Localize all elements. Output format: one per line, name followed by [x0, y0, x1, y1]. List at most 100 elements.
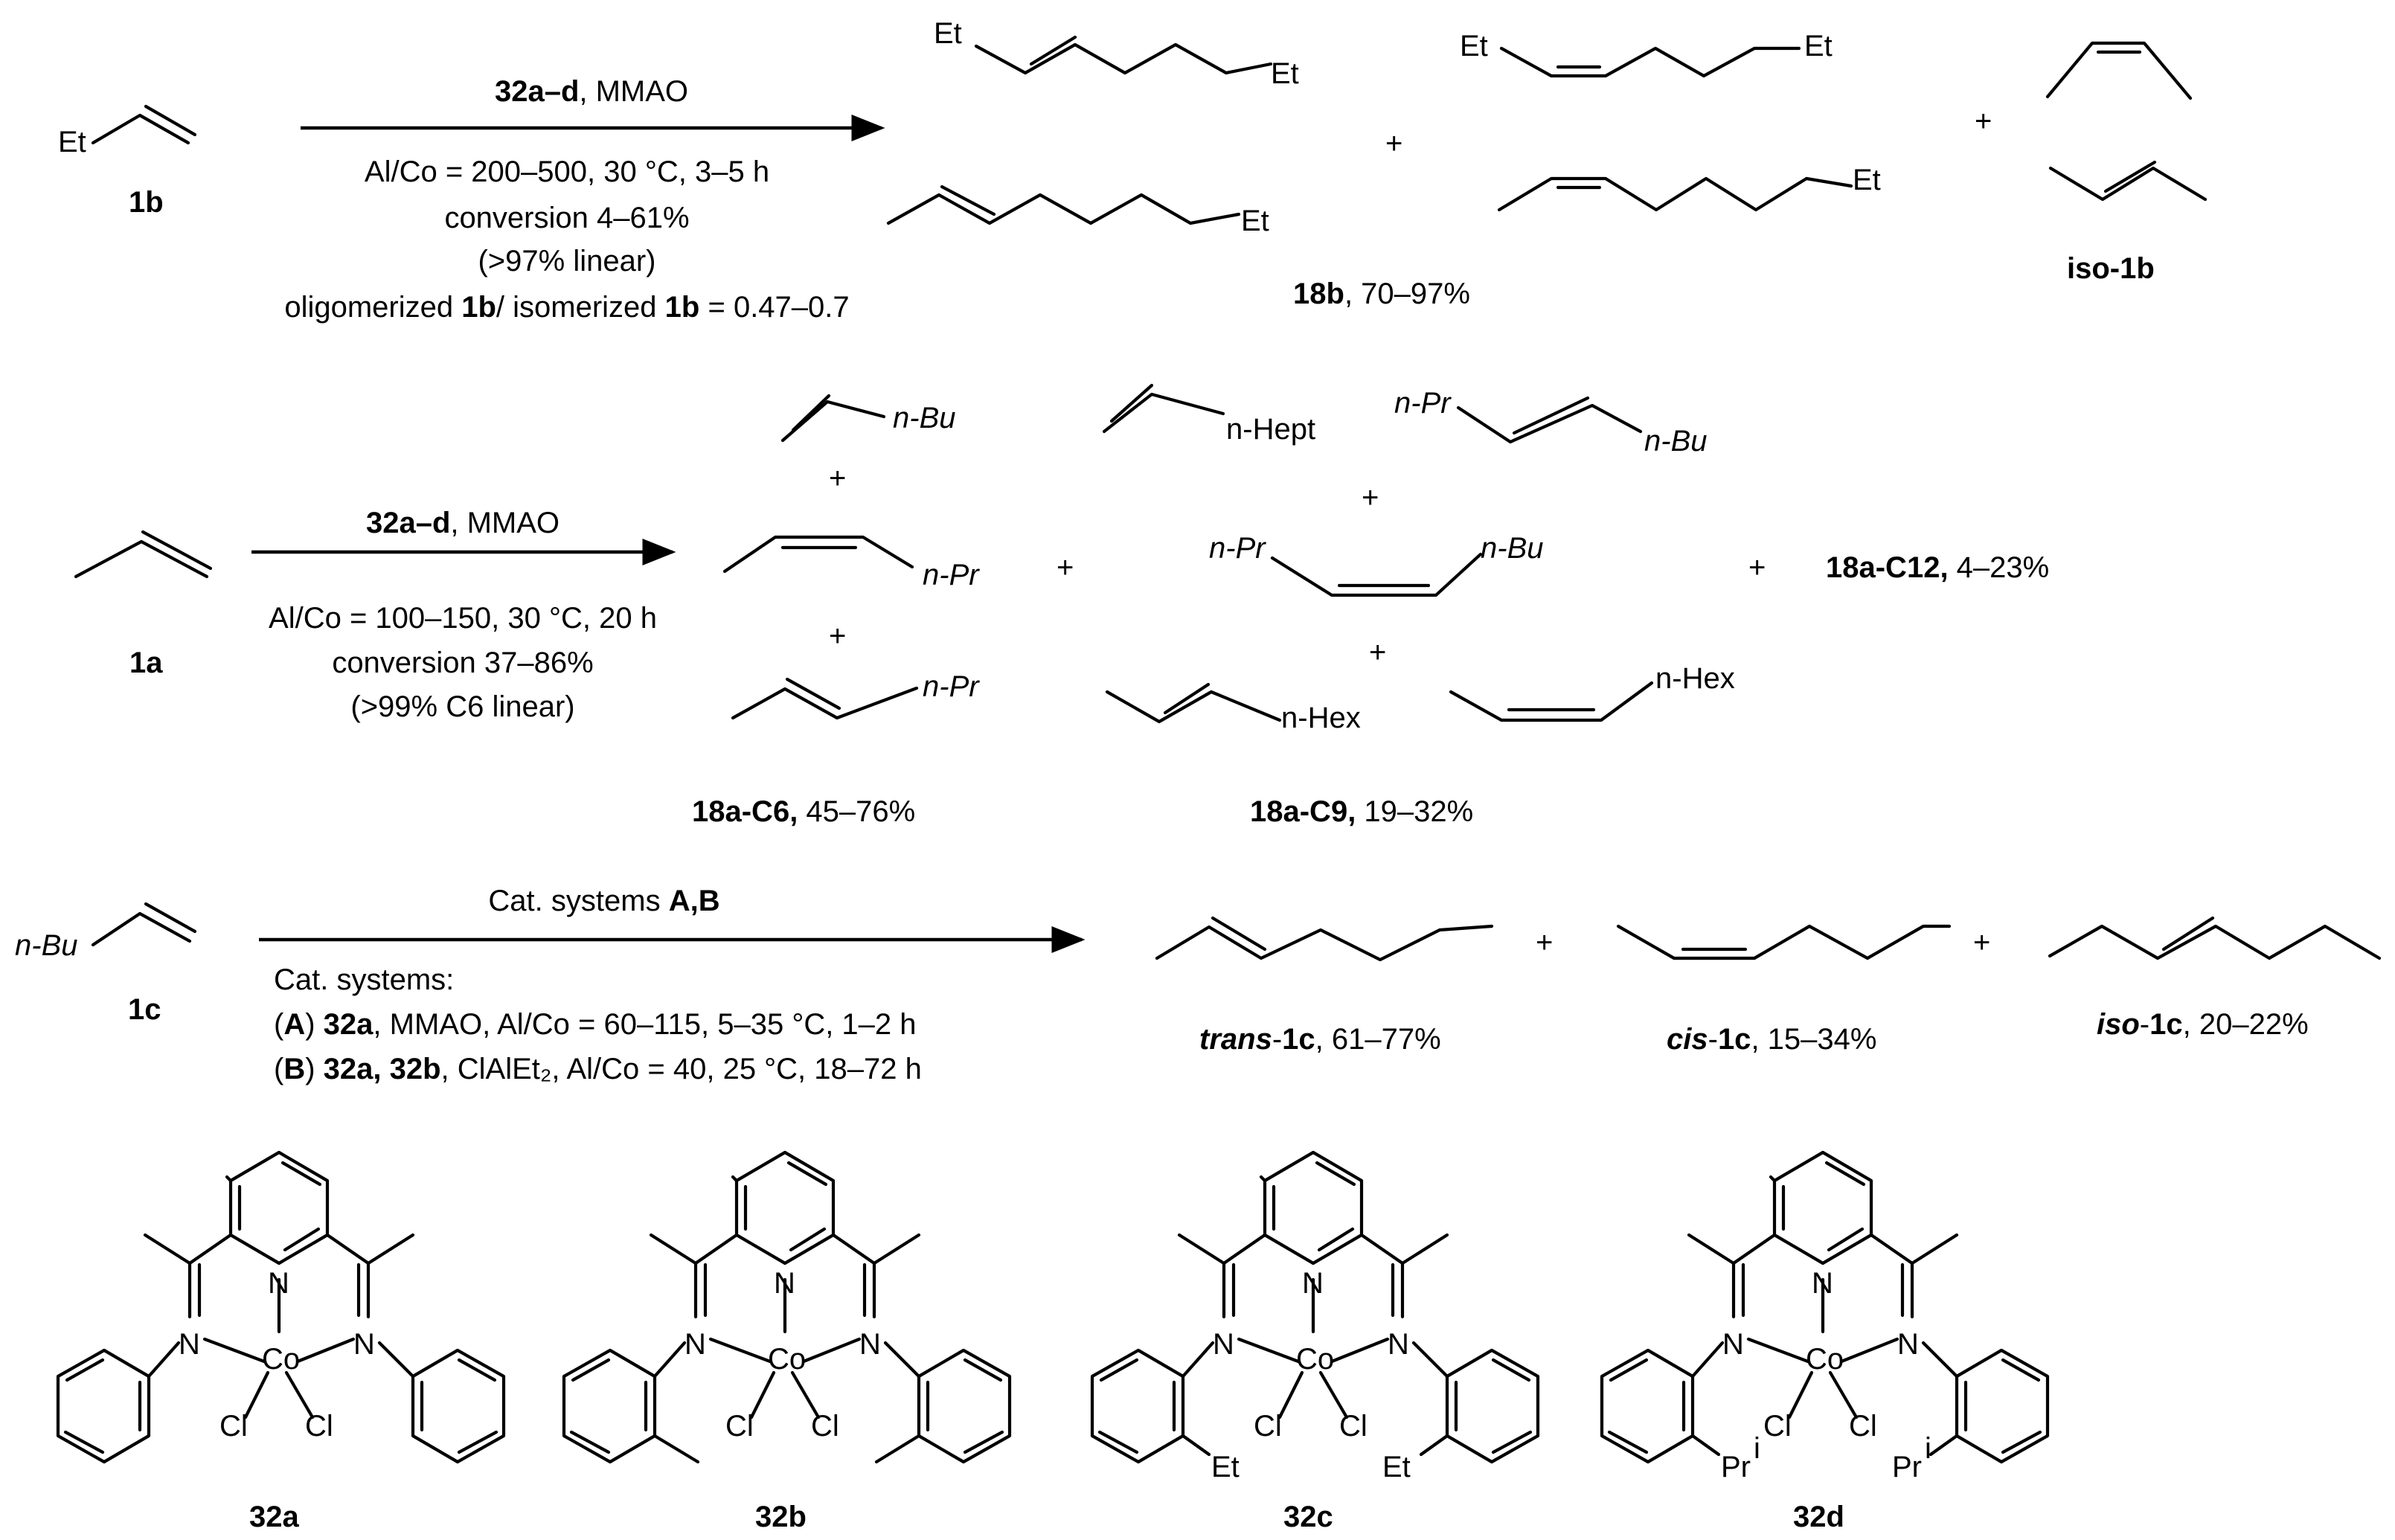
atom-cl-left: Cl [1254, 1410, 1282, 1443]
product-18a-c6-label: 18a-C6, 45–76% [692, 795, 915, 828]
substrate-1b-label: 1b [129, 186, 164, 219]
plus-sign: + [1536, 926, 1553, 959]
label-dash: - [1708, 1023, 1718, 1056]
group: n-Pr [923, 670, 980, 703]
atom-n-pyridine: N [1812, 1267, 1833, 1300]
paren-close: ) [305, 1008, 323, 1041]
reagent-catalyst: 32a–d [495, 75, 579, 108]
reaction-1-ratio: oligomerized 1b/ isomerized 1b = 0.47–0.… [284, 291, 849, 324]
label-bold: 18a-C12, [1826, 551, 1949, 584]
group-left: n-Pr [1209, 532, 1266, 565]
atom-n-pyridine: N [774, 1267, 795, 1300]
group-right: Et [1804, 30, 1833, 62]
label-yield: 4–23% [1949, 551, 2050, 584]
atom-co: Co [768, 1343, 806, 1376]
catalyst-label: 32c [1283, 1501, 1333, 1533]
reaction-3-arrow-text: Cat. systems A,B [488, 885, 719, 917]
group: n-Hept [1226, 413, 1315, 446]
atom-co: Co [1806, 1343, 1844, 1376]
group: n-Pr [923, 559, 980, 591]
label-bold: 18a-C6, [692, 795, 798, 828]
group: n-Hex [1655, 662, 1735, 695]
atom-co: Co [1296, 1343, 1334, 1376]
label-dash: - [1272, 1023, 1282, 1056]
atom-n-imine-right: N [353, 1328, 375, 1361]
product-cis-1c [1616, 924, 1952, 960]
cat-system-a: (A) 32a, MMAO, Al/Co = 60–115, 5–35 °C, … [274, 1008, 917, 1041]
reaction-2-reagents: 32a–d, MMAO [366, 507, 560, 539]
ratio-bold-1: 1b [461, 291, 496, 324]
c6-1-hexene: n-Bu [780, 394, 956, 443]
cat-systems-title: Cat. systems: [274, 963, 454, 996]
label-prefix: cis [1667, 1023, 1708, 1056]
atom-cl-right: Cl [1849, 1410, 1877, 1443]
reaction-2: 1a 32a–d, MMAO Al/Co = 100–150, 30 °C, 2… [74, 383, 2049, 828]
iso-1b-label: iso-1b [2067, 252, 2155, 285]
reaction-2-condition-3: (>99% C6 linear) [350, 690, 574, 723]
group: n-Bu [893, 402, 956, 434]
reaction-2-condition-2: conversion 37–86% [332, 647, 593, 679]
atom-n-imine-right: N [859, 1328, 881, 1361]
arrow-text-prefix: Cat. systems [488, 885, 668, 917]
group-right: n-Bu [1644, 425, 1708, 458]
c9-cis-internal: n-Pr n-Bu [1209, 532, 1544, 597]
group-right: Et [1853, 164, 1881, 196]
substrate-1b: Et 1b [58, 104, 197, 219]
plus-sign: + [1362, 481, 1379, 514]
reaction-1: Et 1b 32a–d, MMAO Al/Co = 200–500, 30 °C… [58, 17, 2208, 324]
product-18b-cis-b: Et [1497, 164, 1881, 212]
product-iso-1c [2048, 916, 2382, 960]
atom-cl-right: Cl [305, 1410, 333, 1443]
system-conditions: , MMAO, Al/Co = 60–115, 5–35 °C, 1–2 h [373, 1008, 916, 1041]
ratio-prefix: oligomerized [284, 291, 461, 324]
reaction-1-condition-2: conversion 4–61% [444, 202, 689, 234]
reagent-catalyst: 32a–d [366, 507, 450, 539]
product-iso-1c-label: iso-1c, 20–22% [2097, 1008, 2309, 1041]
product-18b-cis-a: Et Et [1460, 30, 1833, 78]
group-left: Et [934, 17, 962, 50]
atom-cl-left: Cl [1763, 1410, 1792, 1443]
product-18a-c12-label: 18a-C12, 4–23% [1826, 551, 2049, 584]
plus-sign: + [1973, 926, 1990, 959]
label-yield: , 15–34% [1751, 1023, 1876, 1056]
reaction-3: n-Bu 1c Cat. systems A,B Cat. systems: (… [15, 885, 2382, 1085]
paren-close: ) [305, 1053, 323, 1085]
atom-n-pyridine: N [1302, 1267, 1324, 1300]
catalyst-label: 32d [1793, 1501, 1844, 1533]
label-yield: , 20–22% [2183, 1008, 2309, 1041]
product-18b-trans-b: Et [886, 185, 1269, 237]
ortho-substituent-sup-left: i [1754, 1432, 1760, 1465]
reaction-1-reagents: 32a–d, MMAO [495, 75, 688, 108]
atom-n-imine-right: N [1897, 1328, 1919, 1361]
c9-1-nonene: n-Hept [1102, 383, 1315, 446]
arrow-text-bold: A,B [669, 885, 720, 917]
product-trans-1c [1155, 916, 1494, 962]
substrate-1c: n-Bu 1c [15, 902, 197, 1026]
system-conditions: , ClAlEt₂, Al/Co = 40, 25 °C, 18–72 h [441, 1053, 922, 1085]
atom-n-pyridine: N [268, 1267, 289, 1300]
reaction-1-condition-3: (>97% linear) [478, 245, 655, 277]
system-key: B [283, 1053, 305, 1085]
substrate-1b-group: Et [58, 126, 86, 158]
c9-trans-internal: n-Pr n-Bu [1394, 387, 1708, 458]
group-left: n-Pr [1394, 387, 1452, 420]
label-yield: 45–76% [798, 795, 915, 828]
substrate-1a: 1a [74, 530, 213, 679]
c6-trans-2-hexene: n-Pr [731, 670, 980, 720]
ratio-mid: / isomerized [496, 291, 665, 324]
system-catalyst: 32a, 32b [324, 1053, 441, 1085]
atom-n-imine-left: N [1213, 1328, 1234, 1361]
cat-system-b: (B) 32a, 32b, ClAlEt₂, Al/Co = 40, 25 °C… [274, 1053, 922, 1085]
label-bold: 18b [1293, 277, 1344, 310]
reaction-1-condition-1: Al/Co = 200–500, 30 °C, 3–5 h [365, 155, 769, 188]
ortho-substituent-left: Pr [1721, 1451, 1751, 1483]
label-prefix: trans [1199, 1023, 1272, 1056]
c6-cis-2-hexene: n-Pr [722, 535, 980, 591]
atom-co: Co [262, 1343, 300, 1376]
group: n-Hex [1281, 702, 1361, 734]
